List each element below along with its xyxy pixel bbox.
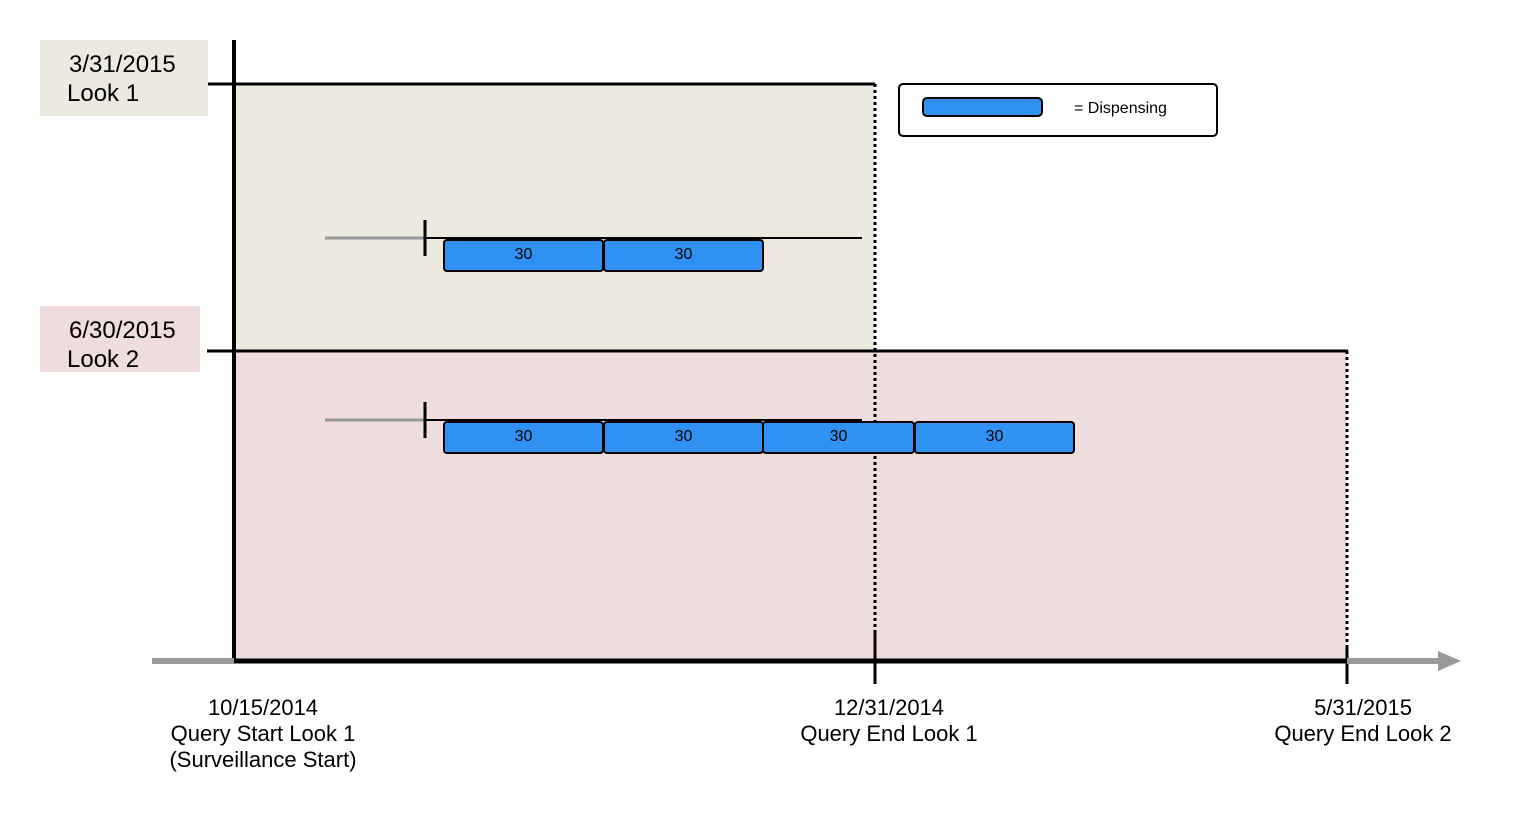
look1-dispensing-2: 30	[603, 239, 764, 272]
query-end-look1-date: 12/31/2014	[833, 695, 945, 720]
query-end-look2-line1: Query End Look 2	[1274, 721, 1452, 746]
legend: = Dispensing	[898, 83, 1218, 137]
query-start-date: 10/15/2014	[207, 695, 319, 720]
look2-dispensing-2: 30	[603, 421, 764, 454]
legend-swatch	[922, 97, 1043, 117]
look2-label: 6/30/2015 Look 2	[40, 306, 200, 373]
axis-arrowhead	[1438, 651, 1461, 671]
legend-label: = Dispensing	[1074, 100, 1167, 117]
look1-date: 3/31/2015	[69, 51, 176, 78]
query-end-look2-date: 5/31/2015	[1314, 695, 1412, 720]
query-end-look1-line1: Query End Look 1	[800, 721, 978, 746]
query-start-line1: Query Start Look 1	[170, 721, 356, 746]
look1-window-region	[234, 83, 875, 351]
look1-dispensing-1: 30	[443, 239, 604, 272]
axis-label-query-end-look2: 5/31/2015 Query End Look 2	[1225, 695, 1501, 747]
look2-dispensing-3: 30	[762, 421, 915, 454]
look1-label: 3/31/2015 Look 1	[40, 40, 208, 116]
axis-label-query-start: 10/15/2014 Query Start Look 1 (Surveilla…	[133, 695, 393, 773]
look2-dispensing-4: 30	[914, 421, 1075, 454]
look1-name: Look 1	[67, 80, 140, 107]
look2-window-region	[234, 350, 1347, 660]
look2-name: Look 2	[67, 346, 140, 373]
look2-dispensing-1: 30	[443, 421, 604, 454]
look2-date: 6/30/2015	[69, 317, 176, 344]
axis-label-query-end-look1: 12/31/2014 Query End Look 1	[759, 695, 1019, 747]
query-start-line2: (Surveillance Start)	[169, 747, 357, 772]
